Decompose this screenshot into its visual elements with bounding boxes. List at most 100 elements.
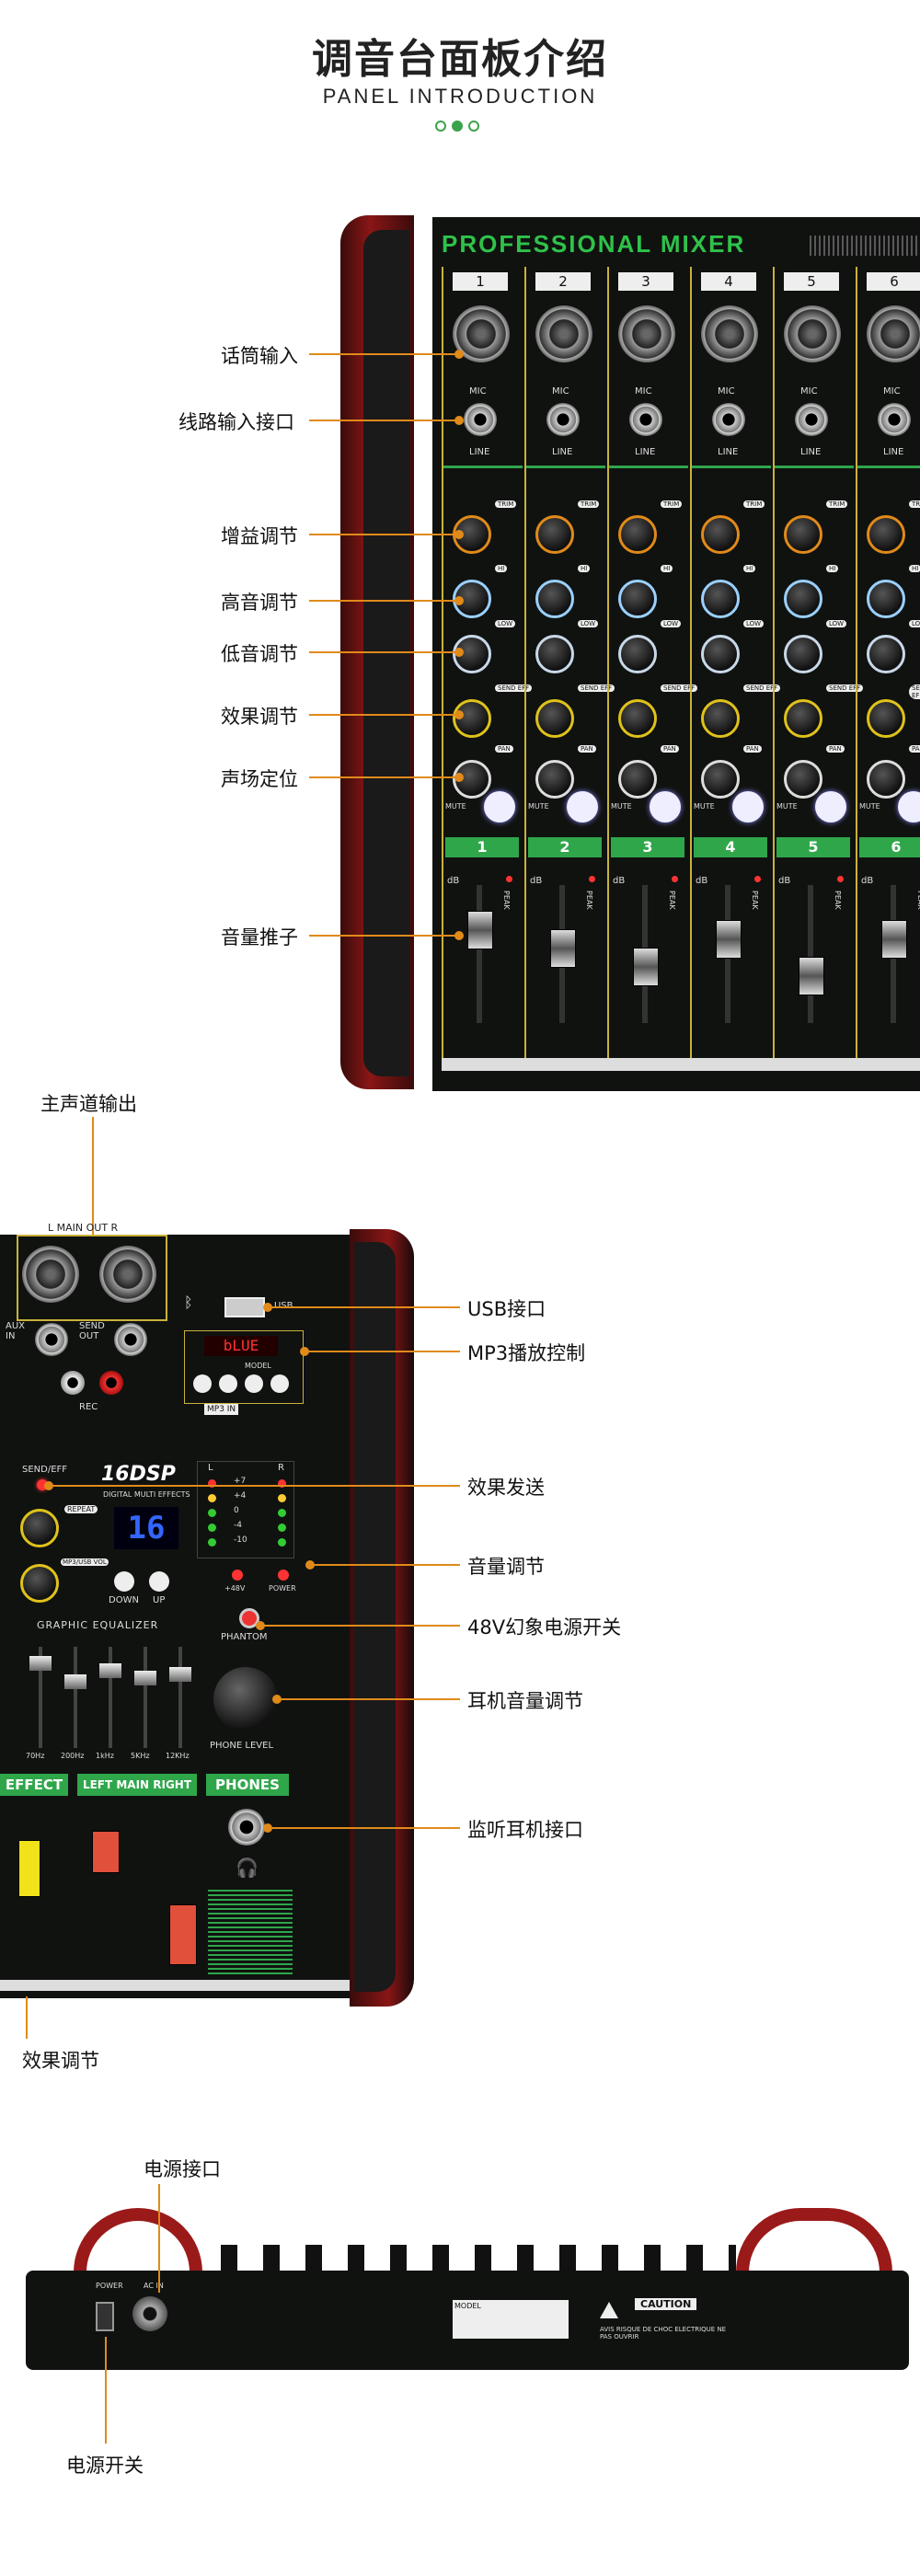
mute-button[interactable]: [650, 791, 681, 822]
pan-knob[interactable]: [535, 760, 574, 799]
gain-knob[interactable]: [867, 515, 905, 554]
gain-knob[interactable]: [618, 515, 657, 554]
low-knob[interactable]: [701, 635, 740, 673]
up-button[interactable]: [149, 1571, 169, 1592]
channel-strip: [856, 267, 920, 1058]
gain-knob[interactable]: [701, 515, 740, 554]
line-jack-input[interactable]: [795, 403, 828, 436]
low-knob[interactable]: [867, 635, 905, 673]
mute-button[interactable]: [567, 791, 598, 822]
low-knob[interactable]: [784, 635, 822, 673]
peak-led: [672, 876, 678, 882]
power-switch[interactable]: [96, 2302, 114, 2331]
send-eff-knob[interactable]: [535, 699, 574, 738]
main-left-fader-cap[interactable]: [92, 1831, 120, 1873]
channel-fader[interactable]: [550, 929, 576, 968]
geq-slider[interactable]: [29, 1656, 52, 1671]
callout-dot: [263, 1303, 272, 1312]
gain-knob[interactable]: [535, 515, 574, 554]
knob-tag: PAN: [743, 745, 762, 753]
mp3-volume-knob[interactable]: [20, 1564, 59, 1603]
geq-slider[interactable]: [169, 1667, 191, 1682]
hi-knob[interactable]: [701, 580, 740, 618]
mp3-model-button[interactable]: [245, 1374, 263, 1393]
line-jack-input[interactable]: [712, 403, 745, 436]
ac-in-socket[interactable]: [132, 2296, 167, 2331]
mute-button[interactable]: [815, 791, 846, 822]
line-label: LINE: [718, 447, 739, 457]
db-label: dB: [530, 876, 543, 886]
line-jack-input[interactable]: [629, 403, 662, 436]
send-out-jack[interactable]: [114, 1323, 147, 1356]
hi-knob[interactable]: [618, 580, 657, 618]
low-knob[interactable]: [618, 635, 657, 673]
mixer-brand: PROFESSIONAL MIXER: [442, 230, 746, 258]
send-eff-knob[interactable]: [784, 699, 822, 738]
effect-repeat-knob[interactable]: [20, 1509, 59, 1547]
mute-button[interactable]: [898, 791, 920, 822]
phantom-switch[interactable]: [239, 1608, 259, 1628]
main-out-left-xlr[interactable]: [22, 1246, 79, 1303]
model-plate: MODEL: [453, 2300, 569, 2339]
pan-knob[interactable]: [701, 760, 740, 799]
hi-knob[interactable]: [867, 580, 905, 618]
hi-knob[interactable]: [453, 580, 491, 618]
channel-strip: [690, 267, 771, 1058]
geq-slider[interactable]: [64, 1674, 86, 1689]
geq-slider[interactable]: [99, 1663, 121, 1678]
line-jack-input[interactable]: [546, 403, 580, 436]
mic-xlr-input[interactable]: [618, 305, 675, 362]
channel-fader[interactable]: [467, 911, 493, 949]
pan-knob[interactable]: [867, 760, 905, 799]
mute-button[interactable]: [732, 791, 764, 822]
mic-xlr-input[interactable]: [535, 305, 592, 362]
mp3-prev-button[interactable]: [193, 1374, 212, 1393]
send-out-label: SEND OUT: [79, 1321, 105, 1341]
mp3-play-button[interactable]: [219, 1374, 237, 1393]
peak-label: PEAK: [585, 891, 593, 910]
down-button[interactable]: [114, 1571, 134, 1592]
effect-fader-cap[interactable]: [18, 1840, 40, 1897]
mic-xlr-input[interactable]: [784, 305, 841, 362]
channel-tab: 2: [528, 837, 602, 857]
send-eff-knob[interactable]: [618, 699, 657, 738]
mic-xlr-input[interactable]: [701, 305, 758, 362]
rec-right-jack[interactable]: [99, 1371, 123, 1395]
callout-treble: 高音调节: [221, 592, 298, 614]
callout-monitor: 监听耳机接口: [467, 1819, 583, 1841]
hi-knob[interactable]: [535, 580, 574, 618]
send-eff-knob[interactable]: [867, 699, 905, 738]
rec-left-jack[interactable]: [61, 1371, 85, 1395]
main-out-right-xlr[interactable]: [99, 1246, 156, 1303]
main-right-fader-cap[interactable]: [169, 1904, 197, 1965]
mute-label: MUTE: [611, 802, 632, 811]
knob-tag: TRIM: [495, 500, 517, 508]
low-knob[interactable]: [453, 635, 491, 673]
channel-fader[interactable]: [716, 920, 742, 959]
geq-slider[interactable]: [134, 1671, 156, 1685]
line-jack-input[interactable]: [878, 403, 911, 436]
geq-band-label: 12KHz: [166, 1752, 190, 1760]
mp3-display: bLUE: [204, 1336, 278, 1356]
gain-knob[interactable]: [784, 515, 822, 554]
mp3-next-button[interactable]: [270, 1374, 289, 1393]
send-eff-knob[interactable]: [701, 699, 740, 738]
callout-dot: [44, 1481, 53, 1490]
headphone-jack[interactable]: [228, 1809, 265, 1846]
low-knob[interactable]: [535, 635, 574, 673]
aux-in-jack[interactable]: [35, 1323, 68, 1356]
pan-knob[interactable]: [784, 760, 822, 799]
hi-knob[interactable]: [784, 580, 822, 618]
callout-phantom: 48V幻象电源开关: [467, 1616, 622, 1639]
pan-knob[interactable]: [453, 760, 491, 799]
phone-level-knob[interactable]: [213, 1667, 278, 1731]
channel-fader[interactable]: [633, 948, 659, 986]
line-jack-input[interactable]: [464, 403, 497, 436]
usb-port[interactable]: [224, 1297, 265, 1317]
mic-xlr-input[interactable]: [867, 305, 920, 362]
callout-dot: [454, 530, 464, 539]
pan-knob[interactable]: [618, 760, 657, 799]
mute-button[interactable]: [484, 791, 515, 822]
channel-fader[interactable]: [881, 920, 907, 959]
channel-fader[interactable]: [799, 957, 824, 995]
